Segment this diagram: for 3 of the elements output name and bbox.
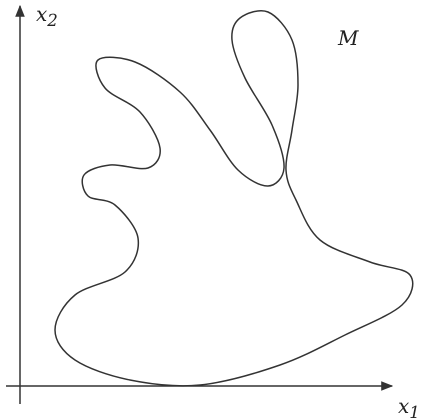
- axis-label: x$_{1}$: [398, 396, 420, 419]
- set-label: M: [338, 28, 358, 48]
- axis-label: x$_{2}$: [36, 4, 58, 30]
